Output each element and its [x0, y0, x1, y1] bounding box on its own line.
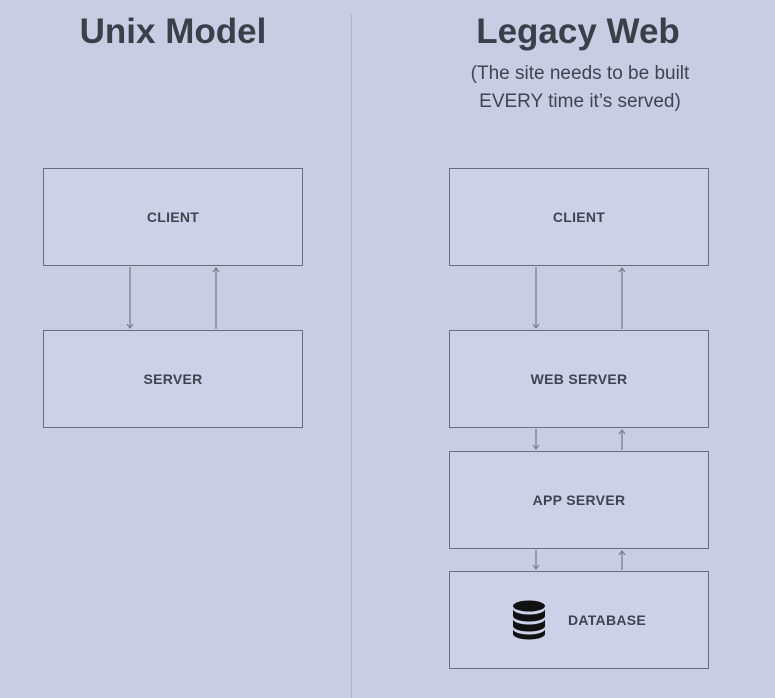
database-box: DATABASE [449, 571, 709, 669]
web-server-label: WEB SERVER [530, 371, 628, 387]
unix-client-box: CLIENT [43, 168, 303, 266]
database-icon [512, 600, 546, 640]
legacy-web-title: Legacy Web [476, 12, 680, 51]
unix-client-label: CLIENT [146, 209, 200, 225]
column-divider [351, 14, 352, 698]
database-label: DATABASE [567, 612, 647, 628]
legacy-web-subtitle-line2: EVERY time it’s served) [479, 91, 681, 112]
app-server-box: APP SERVER [449, 451, 709, 549]
web-server-box: WEB SERVER [449, 330, 709, 428]
unix-server-label: SERVER [143, 371, 203, 387]
app-server-label: APP SERVER [532, 492, 626, 508]
unix-server-box: SERVER [43, 330, 303, 428]
unix-model-title: Unix Model [79, 12, 267, 51]
legacy-client-label: CLIENT [552, 209, 606, 225]
legacy-client-box: CLIENT [449, 168, 709, 266]
legacy-web-subtitle-line1: (The site needs to be built [470, 63, 690, 84]
